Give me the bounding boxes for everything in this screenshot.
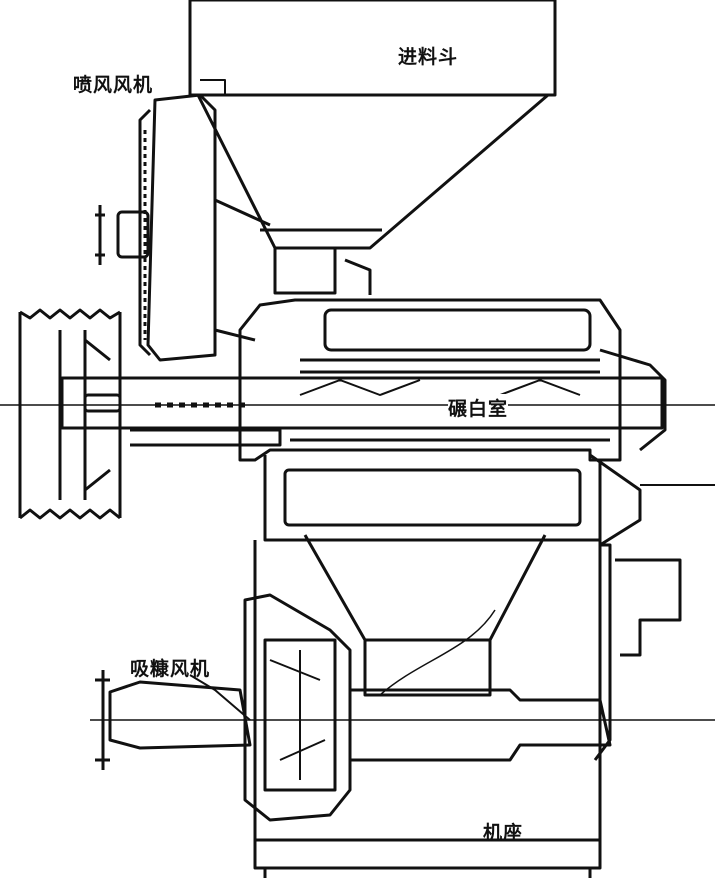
suction-fan <box>90 593 715 822</box>
machine-base <box>253 838 602 878</box>
leader-lines <box>189 79 251 721</box>
main-shaft <box>0 376 715 447</box>
label-jet-fan: 喷风风机 <box>73 74 154 96</box>
main-pulley <box>18 308 122 520</box>
whitening-chamber <box>238 298 667 462</box>
label-whitening-chamber: 碾白室 <box>448 394 509 421</box>
label-base: 机座 <box>483 822 524 844</box>
lower-body <box>253 534 682 860</box>
label-hopper: 进料斗 <box>398 46 459 68</box>
jet-fan <box>95 93 271 362</box>
screen-box <box>263 453 715 547</box>
feed-hopper <box>188 0 557 295</box>
label-suction-fan: 吸糠风机 <box>130 658 211 680</box>
